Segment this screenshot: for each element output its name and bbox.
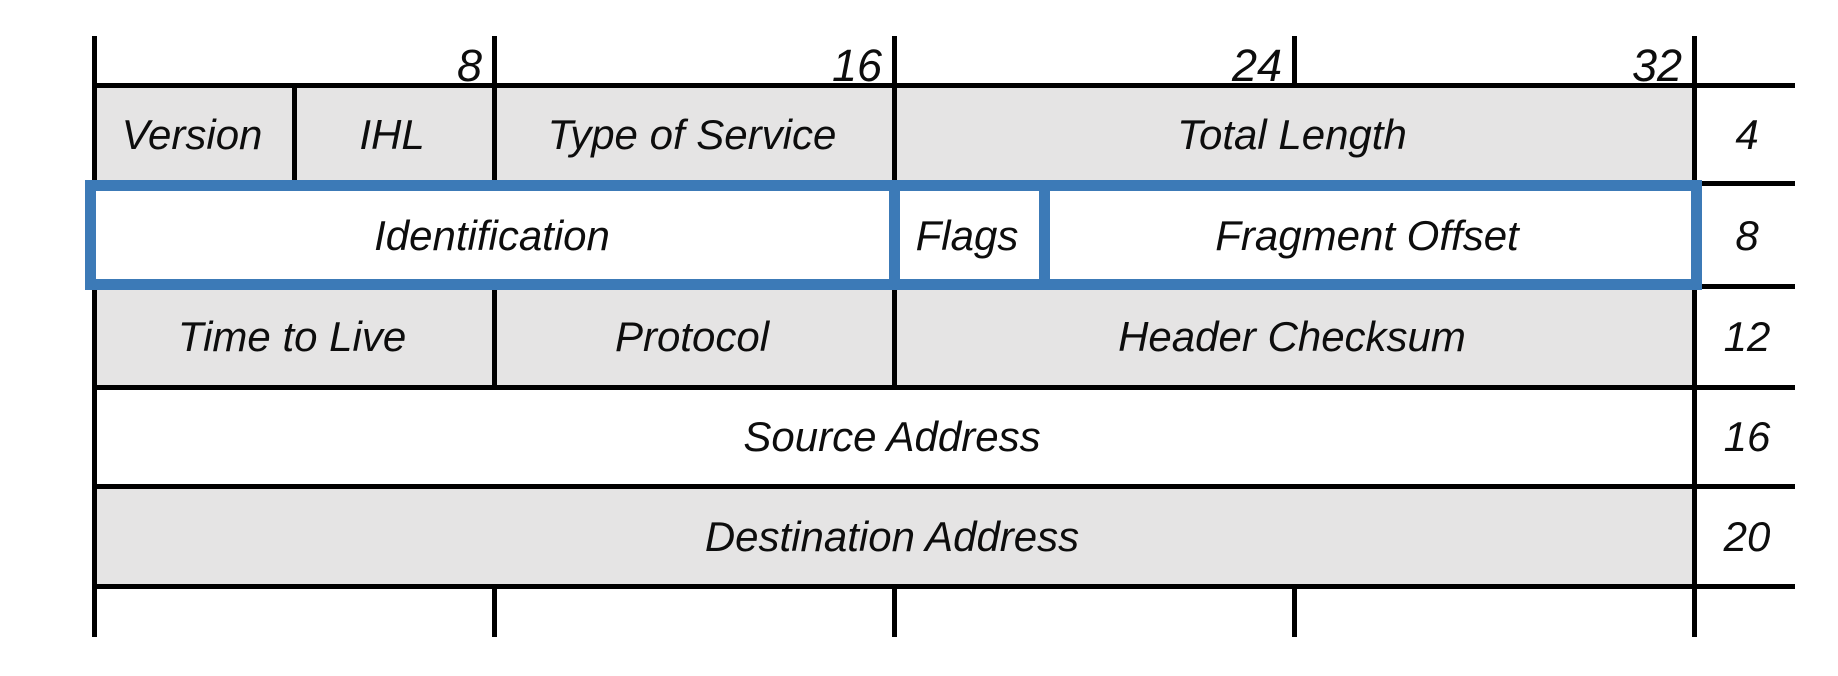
row-fill — [94, 489, 1695, 584]
field-label-protocol: Protocol — [614, 313, 770, 360]
highlight-field-divider — [889, 180, 900, 290]
ruler-tick — [892, 36, 897, 88]
field-divider — [292, 88, 297, 181]
byte-offset-label: 20 — [1723, 512, 1771, 560]
grid-hline — [92, 83, 1795, 88]
bit-ruler-label: 16 — [831, 39, 882, 91]
field-label-identification: Identification — [374, 211, 610, 259]
right-border-line — [1692, 36, 1697, 637]
trailing-row-tick — [1292, 589, 1297, 637]
field-label-version: Version — [121, 110, 263, 158]
grid-hline — [92, 584, 1795, 589]
trailing-row-tick — [492, 589, 497, 637]
field-label-header-checksum: Header Checksum — [1118, 313, 1466, 360]
field-divider — [892, 289, 897, 385]
field-label-source-address: Source Address — [743, 413, 1041, 460]
highlight-field-divider — [1039, 180, 1050, 290]
field-label-type-of-service: Type of Service — [547, 110, 837, 158]
byte-offset-label: 16 — [1723, 413, 1771, 460]
bit-ruler-label: 32 — [1631, 39, 1682, 91]
field-divider — [492, 289, 497, 385]
field-label-flags: Flags — [915, 211, 1019, 259]
bit-ruler-label: 24 — [1231, 39, 1282, 91]
field-label-fragment-offset: Fragment Offset — [1215, 211, 1519, 259]
byte-offset-label: 8 — [1735, 211, 1759, 259]
bit-ruler-label: 8 — [456, 39, 482, 91]
byte-offset-label: 4 — [1735, 110, 1759, 158]
ruler-tick — [1292, 36, 1297, 88]
grid-hline — [92, 484, 1795, 489]
grid-hline — [92, 385, 1795, 390]
byte-offset-label: 12 — [1723, 313, 1771, 360]
field-label-time-to-live: Time to Live — [177, 313, 407, 360]
field-label-ihl: IHL — [359, 110, 425, 158]
field-divider — [492, 88, 497, 181]
field-label-destination-address: Destination Address — [704, 512, 1080, 560]
row-fill — [94, 390, 1695, 484]
left-border-line — [92, 36, 97, 637]
field-label-total-length: Total Length — [1177, 110, 1407, 158]
field-divider — [892, 88, 897, 181]
trailing-row-tick — [892, 589, 897, 637]
ruler-tick — [492, 36, 497, 88]
